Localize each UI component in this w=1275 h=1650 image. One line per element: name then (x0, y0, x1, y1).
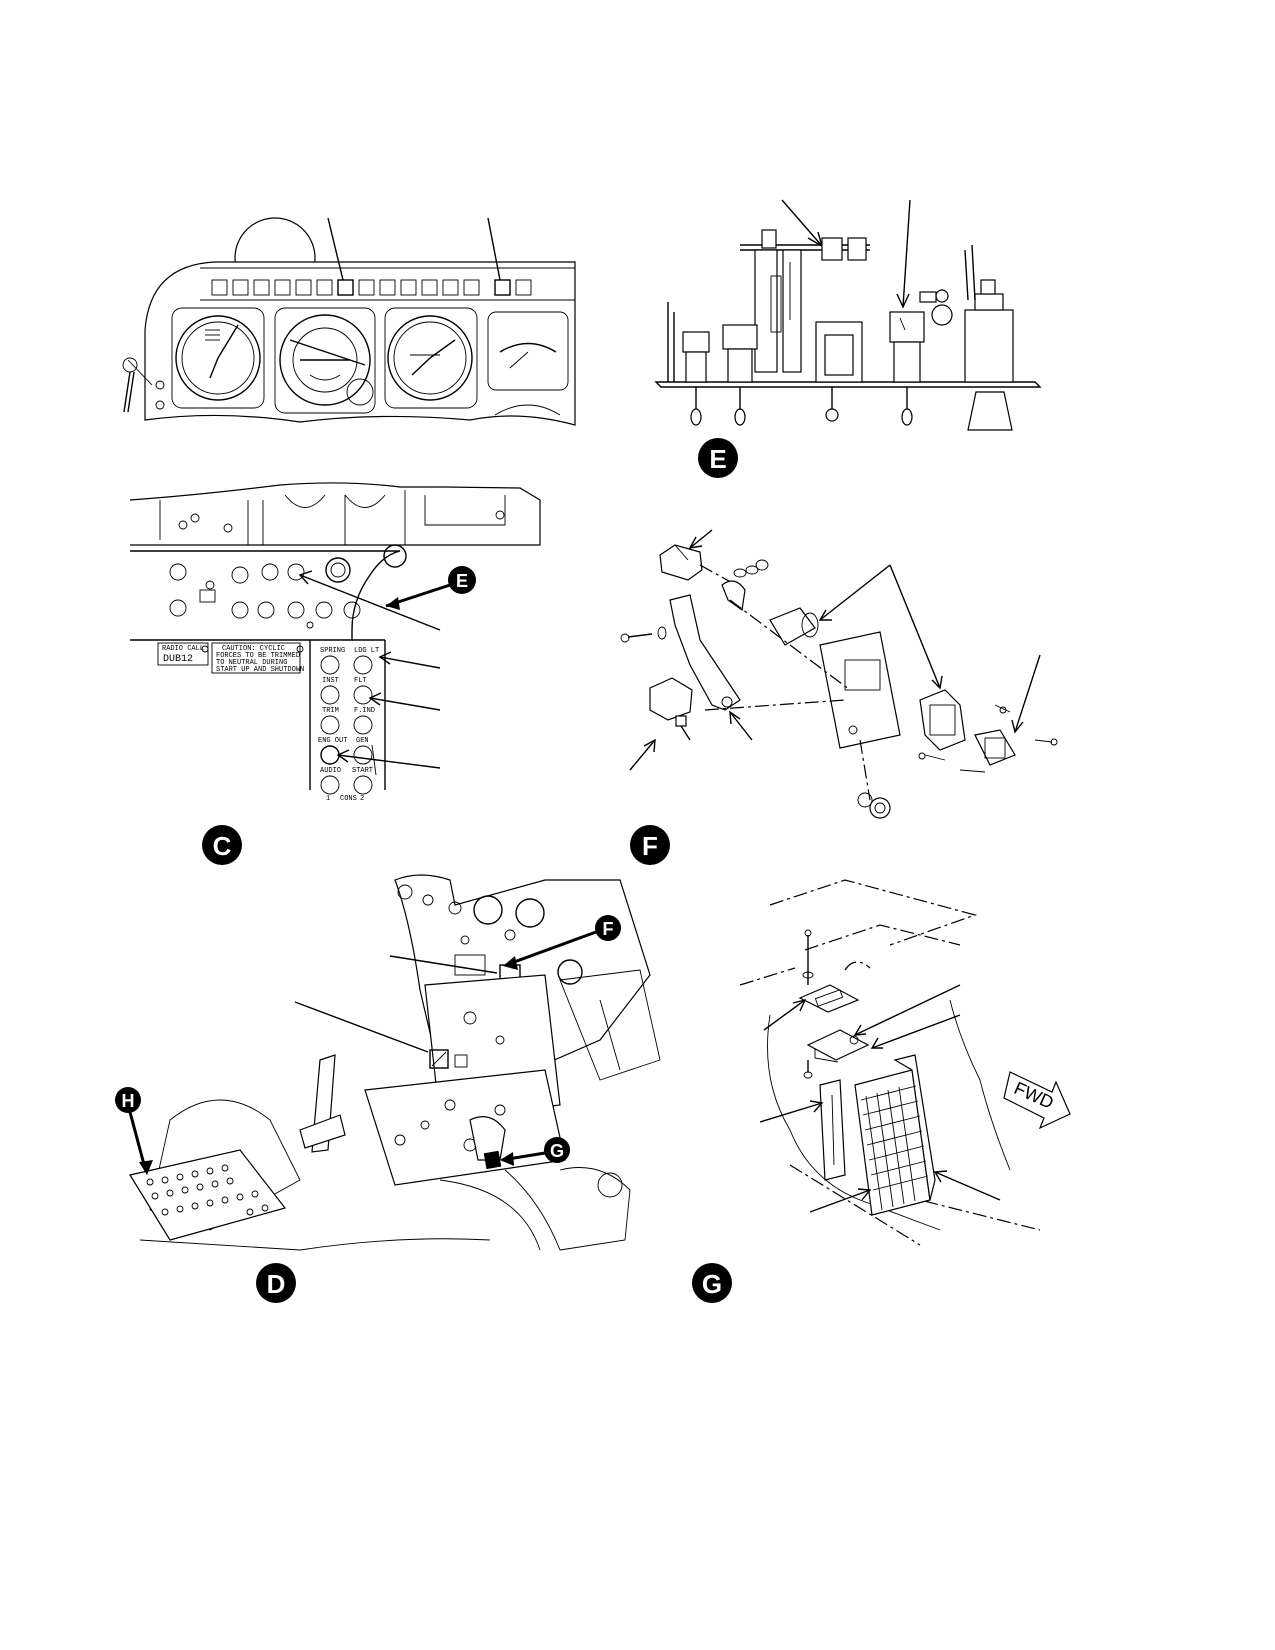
svg-text:SPRING: SPRING (320, 647, 345, 655)
svg-text:FORCES TO BE TRIMMED: FORCES TO BE TRIMMED (216, 652, 300, 660)
instrument-panel-view (122, 217, 576, 426)
svg-text:START UP AND SHUTDOWN: START UP AND SHUTDOWN (216, 666, 304, 674)
svg-text:INST: INST (322, 677, 339, 685)
svg-text:FLT: FLT (354, 677, 367, 685)
quick-release-pin (122, 357, 153, 413)
svg-text:DUB12: DUB12 (163, 654, 193, 665)
view-g-mounting: FWD (739, 879, 1071, 1246)
callout-e-badge: E (448, 566, 476, 594)
svg-text:F: F (642, 831, 658, 861)
svg-text:E: E (456, 571, 468, 591)
callout-f-badge: F (595, 915, 621, 941)
svg-text:LDG LT: LDG LT (354, 647, 379, 655)
svg-text:START: START (352, 767, 373, 775)
svg-text:2: 2 (360, 795, 364, 803)
svg-text:AUDIO: AUDIO (320, 767, 341, 775)
svg-text:E: E (709, 444, 726, 474)
view-d-badge: D (256, 1263, 296, 1303)
svg-text:CAUTION: CYCLIC: CAUTION: CYCLIC (222, 645, 285, 653)
svg-text:C: C (213, 831, 232, 861)
svg-text:F: F (603, 919, 614, 939)
view-c-badge: C (202, 825, 242, 865)
svg-text:TRIM: TRIM (322, 707, 339, 715)
svg-text:D: D (267, 1269, 286, 1299)
forward-direction-arrow: FWD (1003, 1071, 1071, 1130)
view-c-overhead-console: RADIO CALL DUB12 CAUTION: CYCLIC FORCES … (129, 482, 541, 803)
caution-lamp-strip (211, 279, 532, 296)
svg-text:F.IND: F.IND (354, 707, 375, 715)
view-g-badge: G (692, 1263, 732, 1303)
view-e-switch-panel (654, 199, 1042, 431)
gauge-right (384, 307, 478, 409)
gauge-small (487, 311, 569, 416)
svg-text:GEN: GEN (356, 737, 369, 745)
callout-h-badge: H (115, 1087, 141, 1113)
svg-text:H: H (122, 1091, 135, 1111)
svg-text:TO NEUTRAL DURING: TO NEUTRAL DURING (216, 659, 287, 667)
svg-text:ENG OUT: ENG OUT (318, 737, 347, 745)
circuit-breaker-panel: SPRING LDG LT INST FLT TRIM F.IND ENG OU… (318, 647, 379, 803)
svg-text:G: G (702, 1269, 722, 1299)
callout-g-badge: G (544, 1137, 570, 1163)
svg-text:1: 1 (326, 795, 330, 803)
svg-text:CONS: CONS (340, 795, 357, 803)
view-f-badge: F (630, 825, 670, 865)
gauge-left (171, 307, 265, 409)
svg-text:G: G (550, 1141, 564, 1161)
view-d-cockpit-overview (128, 874, 661, 1251)
attitude-indicator (274, 307, 376, 414)
view-e-badge: E (698, 438, 738, 478)
svg-text:RADIO CALL: RADIO CALL (162, 645, 204, 653)
view-f-exploded-assembly (620, 529, 1058, 819)
